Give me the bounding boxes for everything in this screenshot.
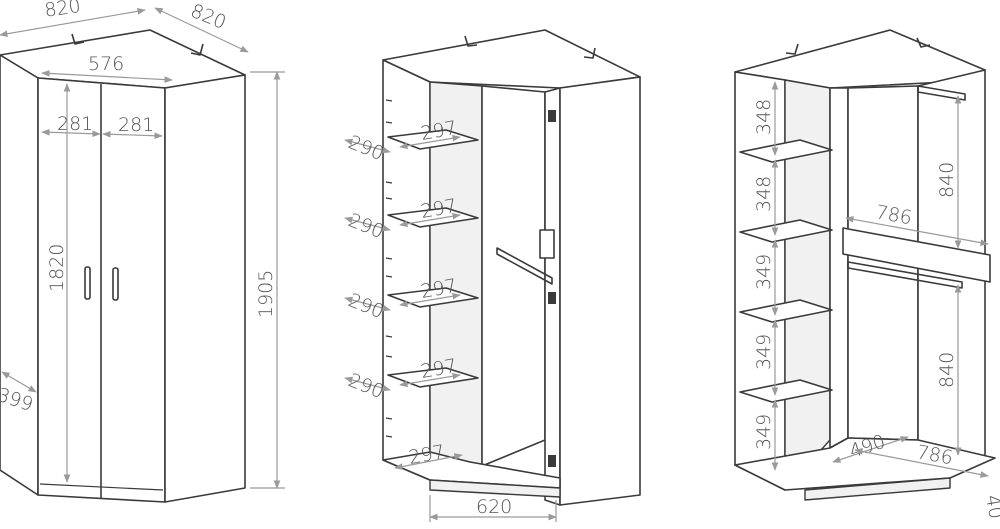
dim-floor-width-line: [854, 448, 989, 478]
dim-spacing-5: 349: [753, 414, 775, 450]
divider-panel: [481, 85, 546, 467]
interior-bracket-right: [916, 37, 931, 48]
shelf-pin-holes: [385, 99, 393, 438]
dim-door-left: 281: [57, 113, 93, 135]
dim-rail-width-line: [845, 216, 989, 246]
interior-divider: [829, 87, 849, 449]
dim-edge-depth: 40: [981, 493, 1000, 521]
dim-hang-upper: 840: [936, 162, 958, 198]
open-bracket-left: [464, 35, 478, 47]
dim-front-width-line: [41, 70, 173, 83]
hinge-mid-icon: [548, 292, 556, 304]
interior-plinth: [804, 477, 951, 501]
spacing-dimensions: 348 348 349 349 349: [753, 81, 779, 471]
left-side-panel: [0, 54, 39, 496]
lower-rail: [847, 261, 963, 289]
dim-shelf-depth-2: 290: [345, 209, 387, 243]
hinge-top-icon: [548, 110, 556, 122]
open-right-panel: [559, 76, 641, 506]
dim-depth-left-line: [0, 7, 146, 38]
hanging-rail: [496, 247, 553, 285]
dim-door-left-line: [41, 128, 101, 138]
open-bracket-right: [583, 47, 596, 59]
interior-view: 348 348 349 349 349 840 840 786 490 786 …: [734, 29, 1000, 521]
dim-shelf-depth-4: 290: [345, 369, 387, 403]
dim-door-height: 1820: [46, 244, 68, 292]
right-side-panel: [164, 74, 246, 503]
dim-door-right-line: [102, 130, 163, 140]
interior-shelf-1: [739, 139, 833, 163]
dim-shelf-depth-1: 290: [345, 131, 387, 165]
dim-hang-lower: 840: [936, 352, 958, 388]
interior-shelf-3: [739, 299, 833, 323]
dim-depth-left: 820: [43, 0, 82, 22]
interior-shelf-4: [739, 379, 833, 403]
plinth-line: [39, 483, 164, 491]
dim-door-right: 281: [118, 114, 154, 136]
dim-side-width-line: [1, 371, 37, 393]
plinth: [429, 479, 561, 498]
dim-spacing-4: 349: [753, 334, 775, 370]
rail-bracket: [539, 229, 555, 259]
upper-rail: [917, 85, 966, 101]
dim-base-width: 620: [476, 496, 512, 518]
open-shelves-view: 290 297 290 297 290 297 290 297 297 620: [344, 29, 641, 522]
hinge-bottom-icon: [548, 455, 556, 467]
closed-wardrobe-view: 820 820 576 281 281 1820 1905 399: [0, 0, 285, 503]
interior-shelf-2: [739, 219, 833, 243]
dim-shelf-depth-3: 290: [345, 289, 387, 323]
dim-spacing-3: 349: [753, 254, 775, 290]
dim-spacing-1: 348: [753, 99, 775, 135]
interior-bracket-left: [785, 43, 799, 55]
dim-total-height: 1905: [255, 270, 277, 318]
dim-front-width: 576: [88, 53, 124, 75]
hanging-bracket-left: [71, 33, 85, 45]
dim-depth-right-line: [154, 7, 249, 53]
dim-spacing-2: 348: [753, 176, 775, 212]
dim-depth-right: 820: [187, 0, 229, 34]
left-door-handle: [84, 266, 91, 300]
right-door-handle: [112, 267, 119, 301]
